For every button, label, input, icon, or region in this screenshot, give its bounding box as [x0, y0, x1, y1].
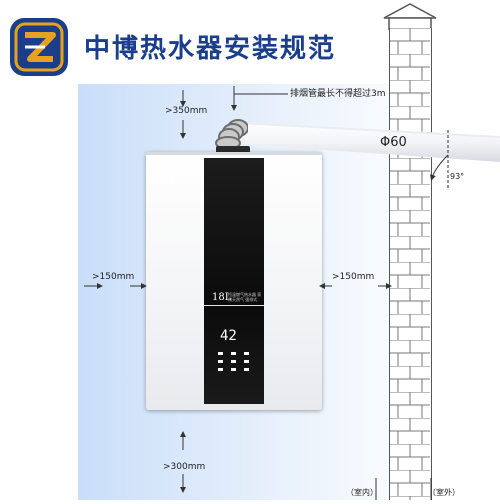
heater-exhaust-collar — [216, 146, 250, 156]
left-clearance-label: >150mm — [92, 272, 135, 282]
heater-display: 42 — [218, 328, 249, 371]
heater-capacity-desc: 恒温燃气热水器 家用天然气 强排式 — [228, 292, 262, 302]
zb-logo-icon — [10, 18, 68, 76]
top-clearance-label: >350mm — [165, 106, 208, 116]
heater-capacity: 18L — [212, 292, 232, 303]
outdoor-label: （室外） — [428, 488, 460, 497]
bottom-clearance-label: >300mm — [163, 462, 206, 472]
panel-divider — [204, 305, 264, 306]
brick-pattern — [390, 28, 430, 500]
heater-top-band — [146, 152, 322, 155]
chimney-cap — [383, 3, 437, 30]
pipe-angle-label: 93° — [450, 172, 465, 181]
page-title: 中博热水器安装规范 — [84, 34, 337, 64]
display-digits: 42 — [220, 328, 237, 344]
right-clearance-label: >150mm — [332, 272, 375, 282]
exhaust-pipe — [240, 122, 500, 162]
heater-brand: ZOMBO — [150, 178, 182, 186]
pipe-diameter-label: Φ60 — [380, 135, 407, 150]
exhaust-length-note: 排烟管最长不得超过3m — [290, 89, 386, 99]
indoor-label: （室内） — [346, 488, 378, 497]
flex-pipe-elbow — [215, 119, 248, 150]
angle-arc — [429, 154, 449, 181]
chimney — [389, 28, 432, 500]
